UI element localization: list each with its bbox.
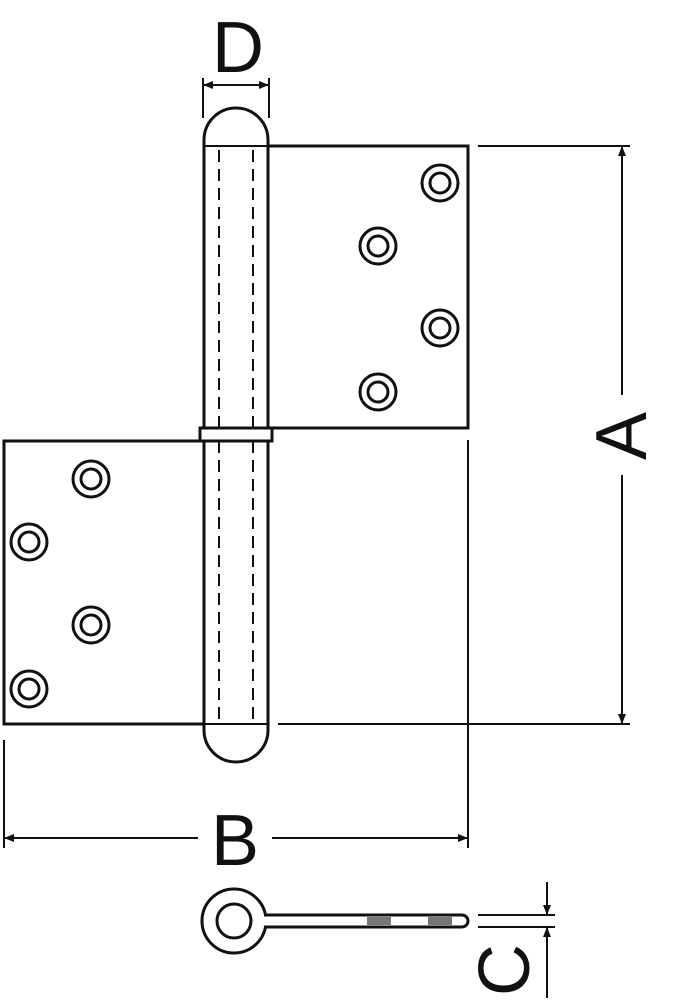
hinge-knuckle [198,106,274,764]
end-view-pin [215,902,253,940]
knuckle-joint-ring [198,426,274,443]
lower-leaf [2,439,206,726]
dimension-label-d: D [212,8,264,88]
end-view-countersink [367,917,391,925]
dimension-label-c: C [465,944,545,996]
end-view-leaf [264,913,470,929]
dimension-b: B [3,440,469,881]
screw-hole-inner [366,234,390,258]
screw-hole-inner [428,316,452,340]
lower-leaf-holes [9,459,111,709]
upper-leaf-holes [358,163,460,412]
dimension-a: A [278,145,662,725]
screw-hole-inner [366,380,390,404]
screw-hole-inner [17,677,41,701]
screw-hole-inner [17,530,41,554]
dimension-d: D [202,8,270,118]
dimension-c: C [465,882,555,998]
screw-hole-inner [428,171,452,195]
upper-leaf [266,144,470,430]
hinge-end-view [200,887,470,955]
end-view-countersink [428,917,452,925]
screw-hole-inner [79,467,103,491]
dimension-label-b: B [211,801,259,881]
dimension-label-a: A [582,412,662,460]
screw-hole-inner [79,613,103,637]
